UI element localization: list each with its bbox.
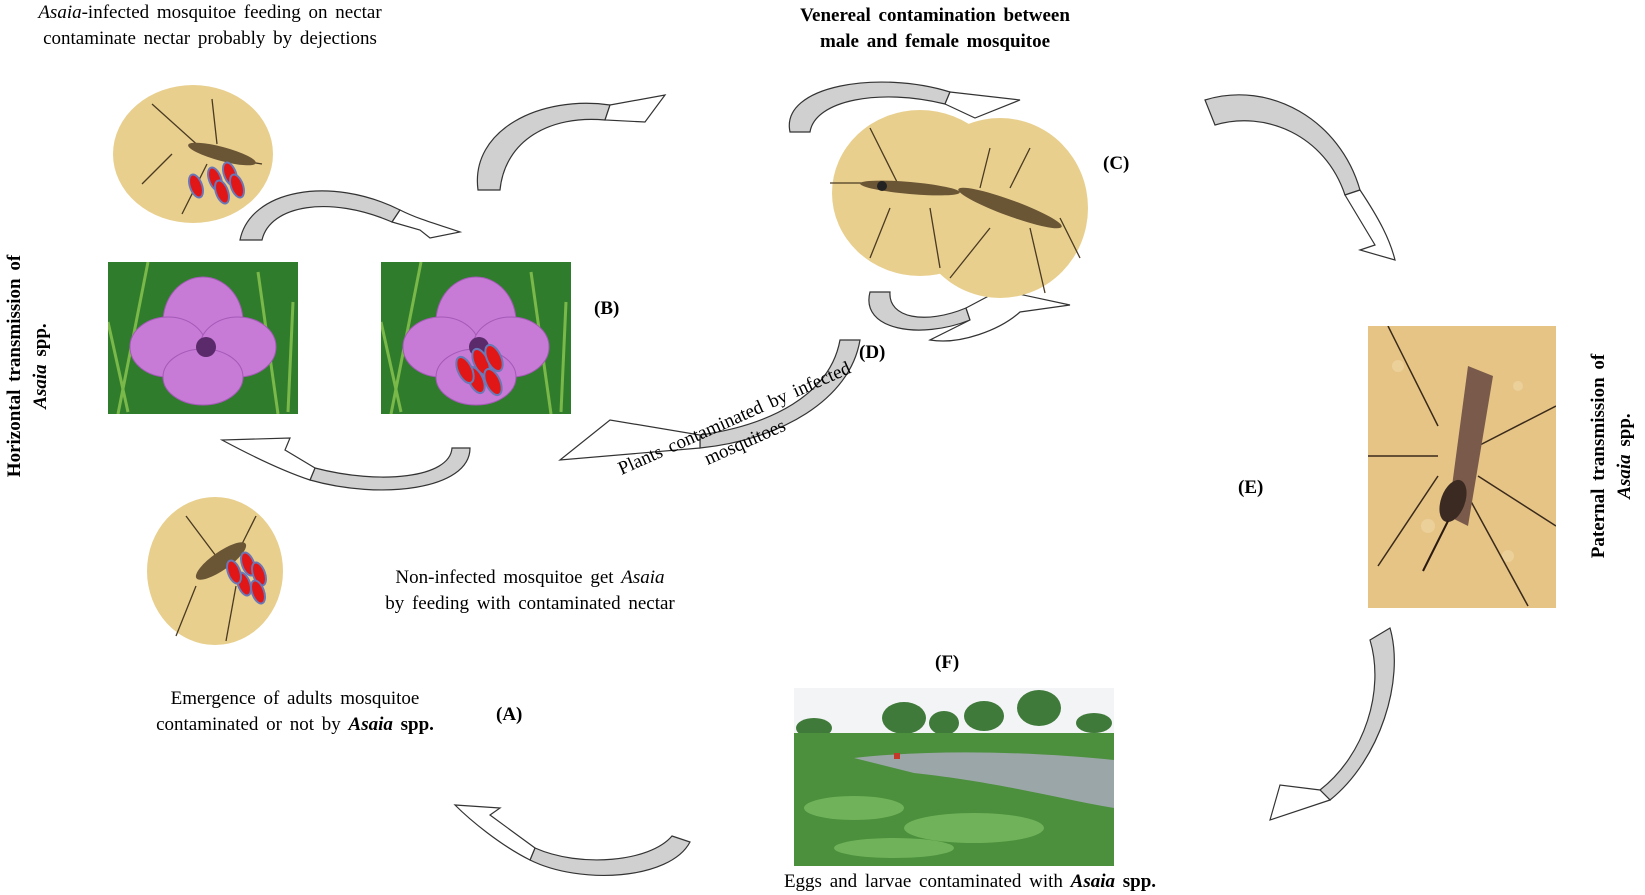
curved-arrow-b-to-c xyxy=(476,94,667,191)
flower-image-contaminated xyxy=(381,262,571,414)
title-paternal-line1: Paternal transmission of xyxy=(1588,353,1609,559)
caption-eggs-larvae: Eggs and larvae contaminated with Asaia … xyxy=(740,869,1200,895)
caption-eggs-spp: spp. xyxy=(1115,871,1157,892)
caption-noninfected-line1: Non-infected mosquitoe get xyxy=(395,567,622,588)
caption-infected-asaia: Asaia xyxy=(38,2,82,23)
title-paternal-spp: spp. xyxy=(1614,413,1635,455)
caption-infected-feeding: Asaia-infected mosquitoe feeding on nect… xyxy=(0,0,420,52)
caption-emergence-spp: spp. xyxy=(392,714,434,735)
label-d: (D) xyxy=(859,342,886,363)
caption-emergence-line2: contaminated or not by xyxy=(156,714,349,735)
mating-mosquitoes-image xyxy=(830,108,1090,300)
caption-emergence-line1: Emergence of adults mosquitoe xyxy=(170,688,420,709)
label-b: (B) xyxy=(594,298,620,319)
title-horizontal-asaia: Asaia xyxy=(30,364,51,409)
title-paternal-asaia: Asaia xyxy=(1614,454,1635,499)
caption-infected-line1: -infected mosquitoe feeding on nectar xyxy=(81,2,382,23)
breeding-site-image xyxy=(794,688,1114,866)
caption-eggs-asaia: Asaia xyxy=(1070,871,1116,892)
label-c: (C) xyxy=(1103,153,1130,174)
emerging-mosquito-image xyxy=(146,496,284,646)
infected-mosquito-image xyxy=(112,84,274,224)
curved-arrow-c-to-e xyxy=(1204,94,1396,261)
caption-venereal-line2: male and female mosquitoe xyxy=(819,31,1051,52)
title-horizontal-spp: spp. xyxy=(30,323,51,365)
title-paternal-transmission: Paternal transmission of Asaia spp. xyxy=(1586,326,1638,586)
caption-noninfected: Non-infected mosquitoe get Asaia by feed… xyxy=(360,565,700,617)
curved-arrow-venereal-bottom xyxy=(868,289,1071,342)
title-horizontal-line1: Horizontal transmission of xyxy=(4,254,25,478)
curved-arrow-e-to-f xyxy=(1269,627,1395,821)
caption-eggs-text: Eggs and larvae contaminated with xyxy=(783,871,1071,892)
caption-venereal: Venereal contamination between male and … xyxy=(760,3,1110,55)
label-f: (F) xyxy=(935,652,960,673)
label-a: (A) xyxy=(496,704,523,725)
curved-arrow-mosquito-to-flower xyxy=(239,190,463,241)
caption-noninfected-asaia: Asaia xyxy=(621,567,665,588)
caption-emergence-asaia: Asaia xyxy=(348,714,393,735)
title-horizontal-transmission: Horizontal transmission of Asaia spp. xyxy=(2,226,54,506)
curved-arrow-d-to-flowers xyxy=(558,339,861,461)
male-mosquito-image xyxy=(1368,326,1556,608)
caption-venereal-line1: Venereal contamination between xyxy=(800,5,1070,26)
caption-emergence: Emergence of adults mosquitoe contaminat… xyxy=(130,686,460,738)
curved-arrow-flowers-return xyxy=(219,437,471,491)
caption-noninfected-line2: by feeding with contaminated nectar xyxy=(385,593,675,614)
label-e: (E) xyxy=(1238,477,1264,498)
flower-image-clean xyxy=(108,262,298,414)
curved-arrow-f-to-a xyxy=(453,804,691,876)
curved-arrow-venereal-top xyxy=(788,81,1021,133)
caption-infected-line2: contaminate nectar probably by dejection… xyxy=(43,28,377,49)
